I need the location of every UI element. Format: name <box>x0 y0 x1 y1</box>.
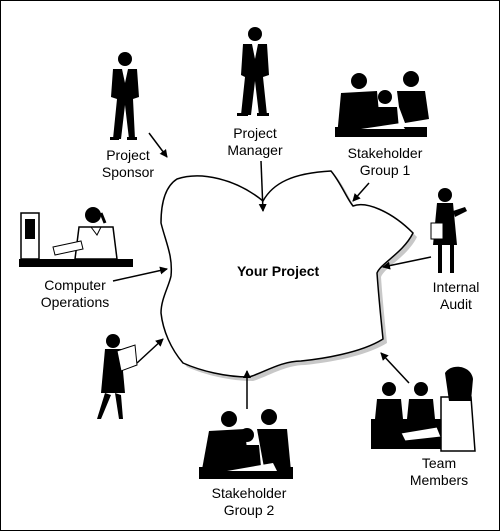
label-computer-operations-line1: Computer <box>44 277 106 293</box>
arrow-audit <box>382 256 432 270</box>
label-stakeholder-group-2-line1: Stakeholder <box>211 485 287 501</box>
label-computer-operations-line2: Operations <box>40 294 110 310</box>
label-stakeholder-group-2-line2: Group 2 <box>223 502 275 518</box>
label-internal-audit-line1: Internal <box>432 279 480 295</box>
arrow-team <box>380 352 410 384</box>
label-computer-operations: Computer Operations <box>33 277 117 311</box>
arrow-operations <box>112 266 168 282</box>
project-blob-body <box>160 170 414 378</box>
label-internal-audit: Internal Audit <box>427 279 485 313</box>
label-team-members-line2: Members <box>409 472 469 488</box>
arrow-bottom-left <box>136 338 164 364</box>
label-project-manager-line2: Manager <box>227 142 283 158</box>
label-stakeholder-group-1-line1: Stakeholder <box>347 145 423 161</box>
label-team-members-line1: Team <box>421 455 457 471</box>
label-project-sponsor: Project Sponsor <box>99 147 157 181</box>
label-project-sponsor-line2: Sponsor <box>101 164 155 180</box>
label-stakeholder-group-2: Stakeholder Group 2 <box>207 485 291 519</box>
label-stakeholder-group-1: Stakeholder Group 1 <box>343 145 427 179</box>
arrow-sponsor <box>148 132 168 158</box>
arrow-manager <box>258 160 267 212</box>
label-project-manager-line1: Project <box>233 125 277 141</box>
label-project-sponsor-line1: Project <box>106 147 150 163</box>
label-stakeholder-group-1-line2: Group 1 <box>359 162 411 178</box>
label-internal-audit-line2: Audit <box>440 296 472 312</box>
arrow-group1 <box>352 182 370 202</box>
label-project-manager: Project Manager <box>225 125 285 159</box>
project-center-label: Your Project <box>237 263 320 279</box>
label-team-members: Team Members <box>407 455 471 489</box>
project-blob <box>160 170 417 381</box>
